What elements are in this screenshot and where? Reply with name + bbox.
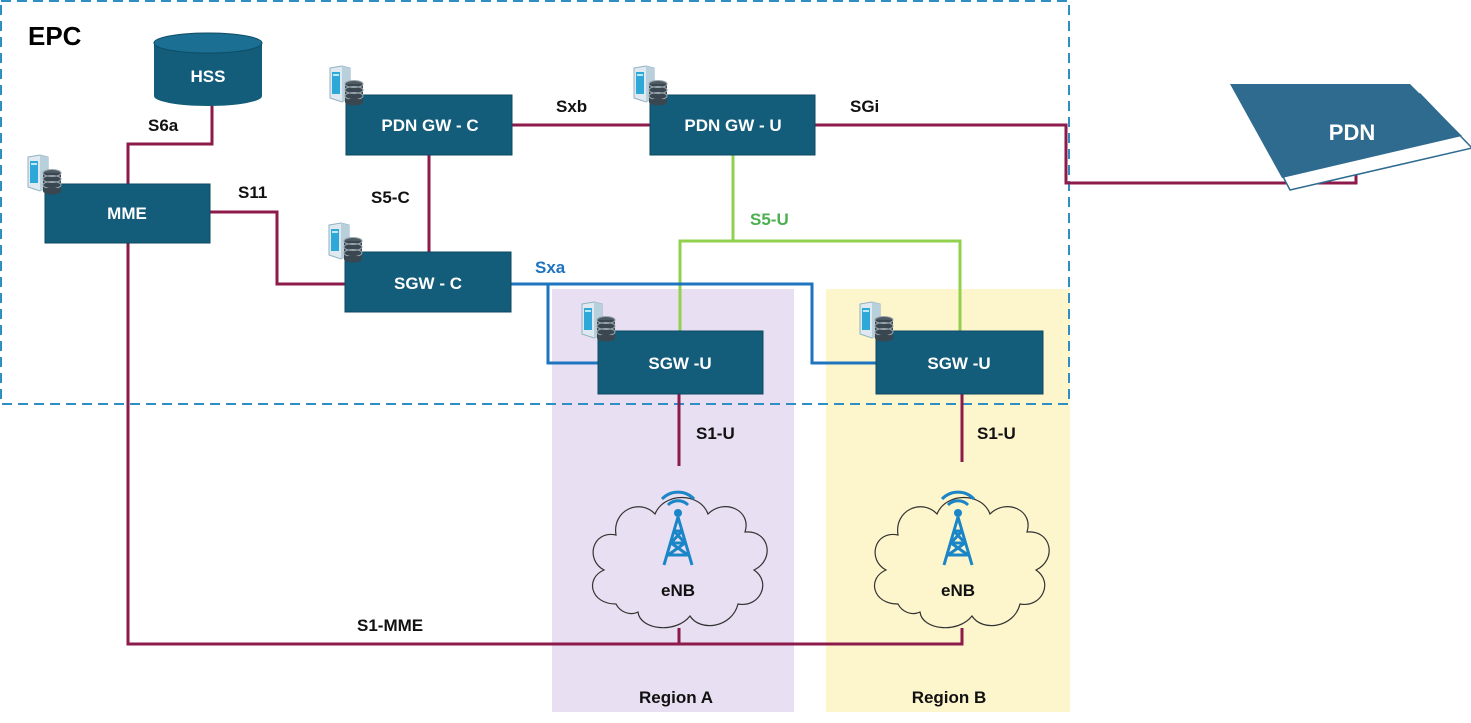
sgw-u-b-node: SGW -U: [859, 301, 1044, 395]
s5u-link-left: [678, 155, 735, 331]
pdn-gw-c-node: PDN GW - C: [329, 65, 513, 156]
sgw-u-a-node: SGW -U: [581, 301, 764, 395]
hss-node: HSS: [153, 32, 263, 106]
enb-b-label: eNB: [941, 581, 975, 600]
hss-label: HSS: [191, 67, 226, 86]
sgw-c-node: SGW - C: [328, 222, 512, 313]
sxa-label: Sxa: [535, 258, 566, 277]
server-database-icon: [328, 222, 363, 263]
s1-mme-label: S1-MME: [357, 616, 423, 635]
sgw-u-b-label: SGW -U: [927, 354, 990, 373]
pdn-label: PDN: [1329, 120, 1375, 145]
links: [126, 104, 1358, 646]
pdn-gw-u-label: PDN GW - U: [684, 116, 781, 135]
s5c-label: S5-C: [371, 188, 410, 207]
sgi-link: [815, 123, 1358, 185]
server-database-icon: [633, 65, 668, 106]
mme-node: MME: [27, 154, 211, 244]
server-database-icon: [329, 65, 364, 106]
server-database-icon: [27, 154, 62, 195]
region-a-label: Region A: [639, 688, 713, 707]
epc-boundary: [0, 0, 1070, 405]
pdn-node: PDN: [1230, 84, 1471, 191]
enb-b-node: eNB: [874, 490, 1050, 629]
s11-label: S11: [238, 183, 267, 202]
enb-a-label: eNB: [661, 581, 695, 600]
s5u-label: S5-U: [750, 210, 789, 229]
sxa-link-a: [511, 282, 598, 365]
epc-title: EPC: [28, 21, 82, 51]
sxa-link-b: [548, 282, 876, 365]
sgi-label: SGi: [850, 97, 879, 116]
s1-mme-link: [126, 243, 964, 646]
pdn-gw-u-node: PDN GW - U: [633, 65, 816, 156]
sxb-label: Sxb: [556, 97, 587, 116]
s1u-b-label: S1-U: [977, 424, 1016, 443]
s5u-link-right: [733, 239, 962, 331]
sgw-c-label: SGW - C: [394, 274, 462, 293]
s6a-link: [126, 104, 214, 184]
cloud-icon: [874, 496, 1050, 629]
sgw-u-a-label: SGW -U: [648, 354, 711, 373]
enb-a-node: eNB: [592, 490, 768, 629]
cloud-icon: [592, 496, 768, 629]
mme-label: MME: [107, 204, 147, 223]
region-b-label: Region B: [912, 688, 987, 707]
s1u-a-label: S1-U: [696, 424, 735, 443]
s11-link: [210, 210, 345, 286]
s6a-label: S6a: [148, 116, 179, 135]
pdn-gw-c-label: PDN GW - C: [381, 116, 478, 135]
